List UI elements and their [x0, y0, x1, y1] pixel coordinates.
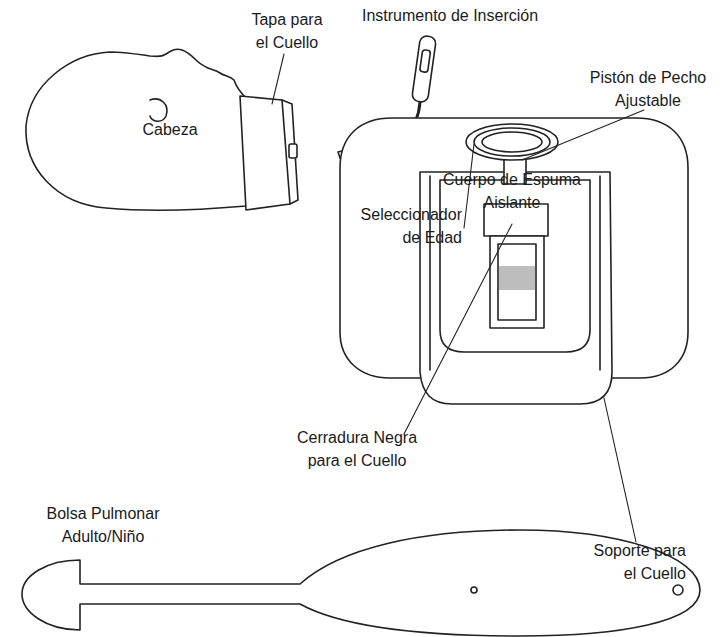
- insertion-grip-slot: [420, 50, 431, 73]
- head-outline: [26, 49, 246, 210]
- neck-slot: [490, 236, 544, 328]
- age-selector-ring: [482, 132, 542, 152]
- lung-bag-hole: [673, 585, 683, 595]
- age-selector: [466, 124, 558, 160]
- part-label: Pistón de Pecho Ajustable: [582, 66, 714, 112]
- part-label: Instrumento de Inserción: [362, 4, 582, 27]
- leader-line: [404, 224, 512, 434]
- lung-bag: [22, 530, 700, 636]
- neck-slot-grey: [499, 266, 535, 290]
- part-label: Tapa para el Cuello: [244, 8, 330, 54]
- head-ear: [150, 99, 167, 121]
- neck-slot-inner: [498, 244, 536, 320]
- age-selector-ring: [474, 128, 550, 156]
- neck-cap: [240, 96, 290, 210]
- leader-line: [522, 110, 644, 160]
- part-label: Bolsa Pulmonar Adulto/Niño: [36, 502, 170, 548]
- part-label: Cerradura Negra para el Cuello: [288, 426, 426, 472]
- part-label: Seleccionador de Edad: [350, 203, 462, 249]
- part-label: Cabeza: [120, 118, 220, 141]
- lung-bag-hole: [471, 587, 477, 593]
- neck-cap-button: [289, 144, 297, 158]
- part-label: Soporte para el Cuello: [580, 539, 686, 585]
- leader-line: [604, 398, 636, 542]
- leader-lines: [272, 54, 644, 542]
- insertion-grip: [411, 35, 436, 103]
- leader-line: [272, 54, 284, 104]
- neck-cap-rim: [282, 100, 298, 204]
